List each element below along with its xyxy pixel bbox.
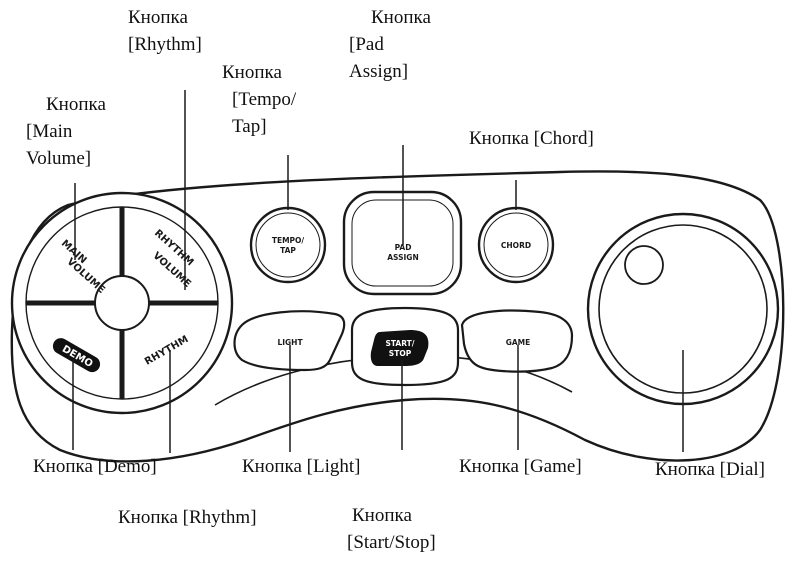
callout-start-stop-line-1: Кнопка — [352, 505, 412, 526]
callout-rhythm-volume-line-2: [Rhythm] — [128, 34, 202, 55]
chord-label: CHORD — [501, 241, 531, 250]
callout-chord: Кнопка [Chord] — [469, 128, 594, 149]
callout-pad-assign-line-3: Assign] — [349, 61, 409, 82]
left-segment-cluster — [10, 191, 234, 415]
callout-tempo-tap: Кнопка [Tempo/ Tap] — [222, 59, 296, 140]
callout-tempo-tap-line-2: [Tempo/ — [232, 89, 297, 110]
demo-pill — [52, 338, 101, 373]
leader-lines — [72, 90, 684, 453]
callout-rhythm-volume: Кнопка [Rhythm] — [128, 4, 202, 58]
game-label: GAME — [506, 338, 531, 347]
start-stop-badge — [370, 330, 429, 366]
chord-button[interactable]: CHORD — [477, 206, 555, 284]
callout-pad-assign-line-2: [Pad — [349, 34, 384, 55]
dial-finger-dimple — [624, 245, 664, 285]
callout-game: Кнопка [Game] — [459, 456, 582, 477]
callout-main-volume-line-1: Кнопка — [46, 94, 106, 115]
callout-main-volume: Кнопка [Main Volume] — [26, 91, 106, 172]
callout-demo: Кнопка [Demo] — [33, 456, 157, 477]
callout-light: Кнопка [Light] — [242, 456, 361, 477]
callout-start-stop-line-2: [Start/Stop] — [347, 532, 436, 553]
tempo-tap-label-1: TEMPO/ — [272, 236, 305, 245]
tempo-tap-button[interactable]: TEMPO/ TAP — [249, 206, 327, 284]
start-stop-label-1: START/ — [385, 339, 414, 348]
callout-tempo-tap-line-3: Tap] — [232, 116, 267, 137]
tempo-tap-label-2: TAP — [280, 246, 296, 255]
callout-main-volume-line-2: [Main — [26, 121, 73, 142]
start-stop-button[interactable]: START/ STOP — [350, 306, 460, 387]
game-button[interactable]: GAME — [460, 309, 574, 373]
callout-start-stop: Кнопка [Start/Stop] — [347, 502, 436, 556]
callout-main-volume-line-3: Volume] — [26, 148, 92, 169]
light-label: LIGHT — [277, 338, 303, 347]
pad-assign-label-2: ASSIGN — [387, 253, 419, 262]
callout-rhythm-volume-line-1: Кнопка — [128, 7, 188, 28]
callout-pad-assign: Кнопка [Pad Assign] — [349, 4, 431, 85]
callout-tempo-tap-line-1: Кнопка — [222, 62, 282, 83]
start-stop-label-2: STOP — [389, 349, 412, 358]
pad-assign-label-1: PAD — [395, 243, 412, 252]
callout-dial: Кнопка [Dial] — [655, 459, 766, 480]
callout-pad-assign-line-1: Кнопка — [371, 7, 431, 28]
light-button[interactable]: LIGHT — [233, 310, 346, 372]
callout-rhythm: Кнопка [Rhythm] — [118, 507, 257, 528]
